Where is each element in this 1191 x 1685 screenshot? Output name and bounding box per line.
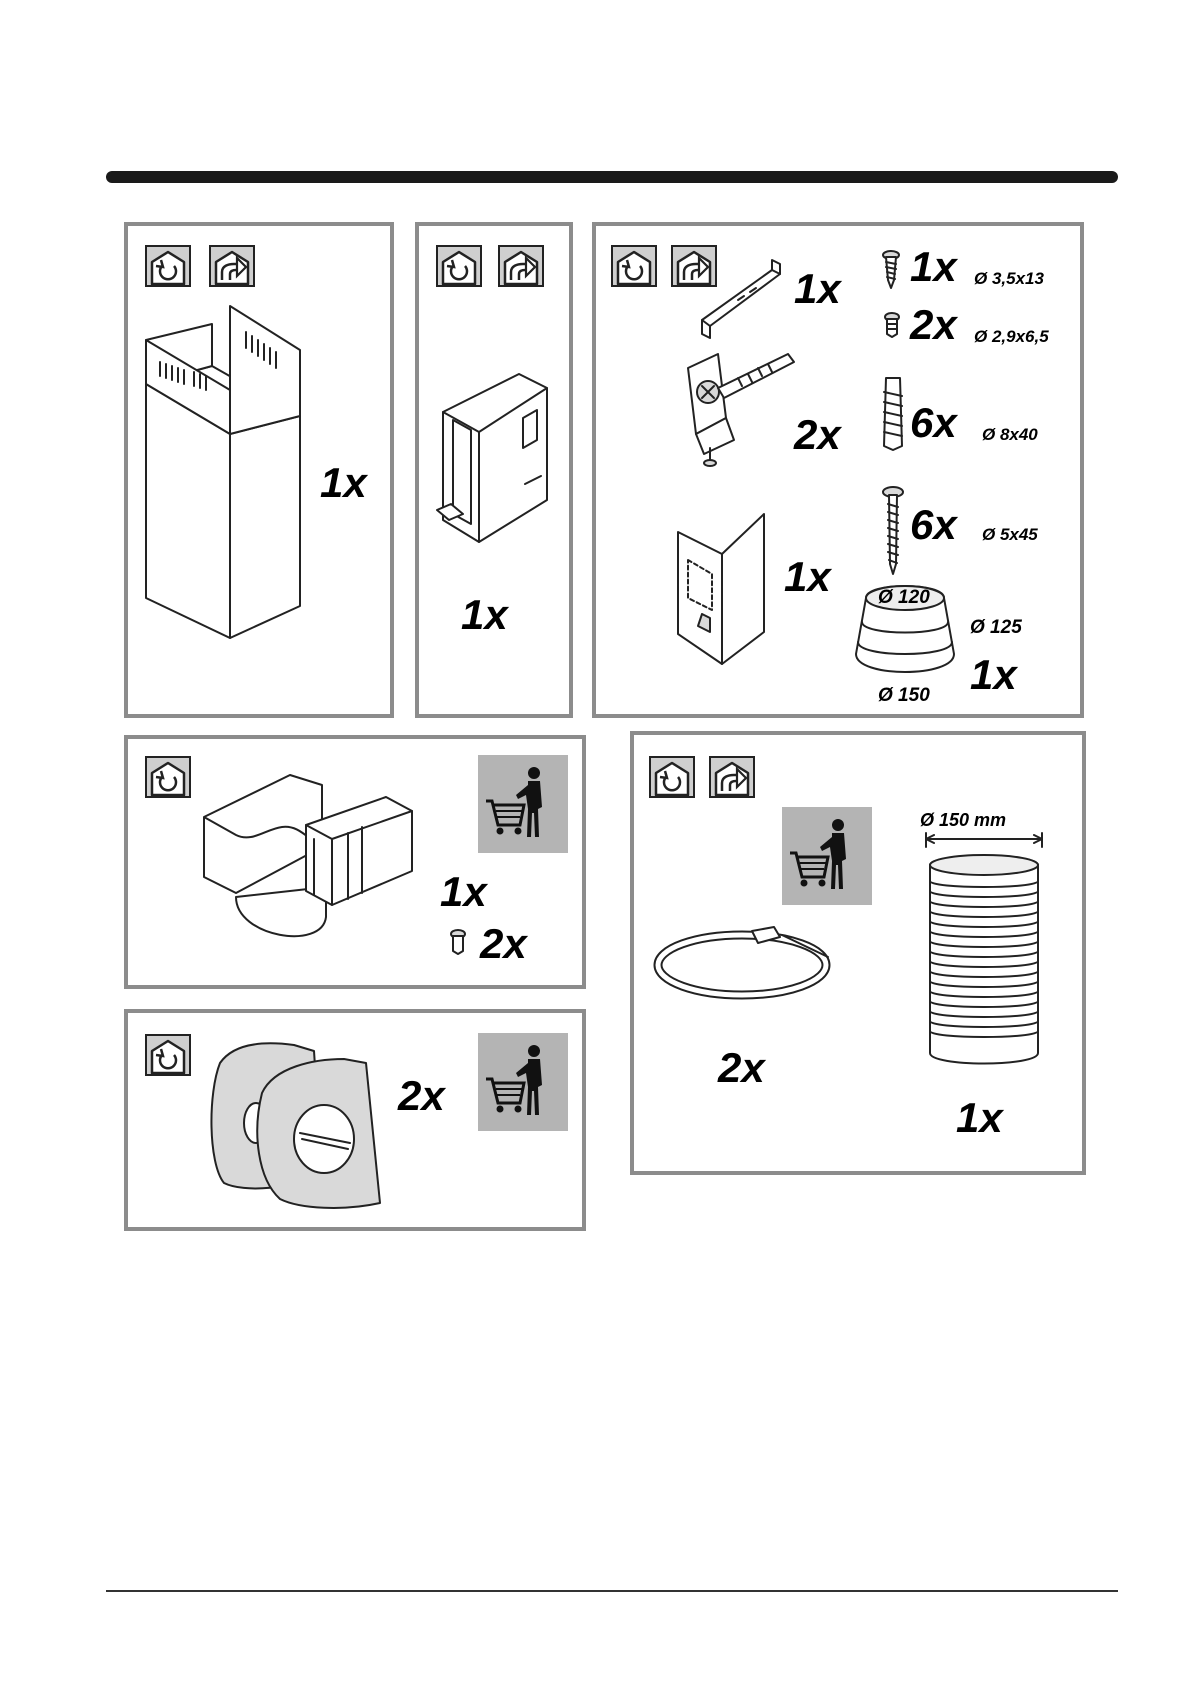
shopping-cart-person-icon bbox=[782, 807, 872, 905]
screw-small-icon bbox=[882, 250, 900, 290]
wall-plug-quantity: 6x bbox=[910, 402, 957, 444]
top-rule bbox=[106, 171, 1118, 183]
long-screw-icon bbox=[882, 486, 904, 576]
recirculation-mode-icon bbox=[435, 244, 483, 288]
recirculation-mode-icon bbox=[144, 1033, 192, 1077]
hinge-quantity: 2x bbox=[794, 414, 841, 456]
long-screw-quantity: 6x bbox=[910, 504, 957, 546]
chimney-illustration bbox=[142, 306, 312, 706]
recirculation-mode-icon bbox=[144, 755, 192, 799]
frame-quantity: 1x bbox=[461, 594, 508, 636]
frame-bracket-illustration bbox=[437, 374, 557, 554]
panel-duct-hose: 2x Ø 150 mm 1x bbox=[630, 731, 1086, 1175]
flexible-hose-illustration bbox=[924, 829, 1044, 1069]
screw-2-quantity: 2x bbox=[910, 304, 957, 346]
shopping-cart-person-icon bbox=[478, 755, 568, 853]
filters-quantity: 2x bbox=[398, 1075, 445, 1117]
hinge-bracket-illustration bbox=[678, 348, 798, 468]
deflector-screw-quantity: 2x bbox=[480, 923, 527, 965]
extraction-mode-icon bbox=[208, 244, 256, 288]
panel-bracket-frame: 1x bbox=[415, 222, 573, 718]
screw-1-quantity: 1x bbox=[910, 246, 957, 288]
hose-diameter-label: Ø 150 mm bbox=[920, 811, 1006, 829]
bottom-rule bbox=[106, 1590, 1118, 1592]
recirculation-mode-icon bbox=[144, 244, 192, 288]
deflector-quantity: 1x bbox=[440, 871, 487, 913]
air-deflector-illustration bbox=[202, 767, 412, 957]
reducer-bottom-diameter: Ø 150 bbox=[878, 686, 930, 705]
screw-2-size: Ø 2,9x6,5 bbox=[974, 328, 1049, 345]
recirculation-mode-icon bbox=[610, 244, 658, 288]
panel-air-deflector: 1x 2x bbox=[124, 735, 586, 989]
extraction-mode-icon bbox=[708, 755, 756, 799]
panel-hardware-kit: 1x 1x Ø 3,5x13 2x Ø 2,9x6,5 2x 6x Ø 8x40… bbox=[592, 222, 1084, 718]
long-screw-size: Ø 5x45 bbox=[982, 526, 1038, 543]
wall-bracket-illustration bbox=[698, 260, 784, 340]
wall-plug-icon bbox=[878, 376, 908, 452]
panel-carbon-filters: 2x bbox=[124, 1009, 586, 1231]
hose-quantity: 1x bbox=[956, 1097, 1003, 1139]
reducer-top-diameter: Ø 120 bbox=[878, 588, 930, 607]
reducer-quantity: 1x bbox=[970, 654, 1017, 696]
drilling-template-illustration bbox=[676, 514, 768, 666]
wall-plug-size: Ø 8x40 bbox=[982, 426, 1038, 443]
shopping-cart-person-icon bbox=[478, 1033, 568, 1131]
reducer-side-diameter: Ø 125 bbox=[970, 618, 1022, 637]
extraction-mode-icon bbox=[497, 244, 545, 288]
screw-short-icon bbox=[884, 312, 900, 338]
wall-bracket-quantity: 1x bbox=[794, 268, 841, 310]
chimney-quantity: 1x bbox=[320, 462, 367, 504]
clamp-quantity: 2x bbox=[718, 1047, 765, 1089]
carbon-filters-illustration bbox=[204, 1033, 394, 1209]
recirculation-mode-icon bbox=[648, 755, 696, 799]
template-quantity: 1x bbox=[784, 556, 831, 598]
panel-chimney: 1x bbox=[124, 222, 394, 718]
hose-clamp-illustration bbox=[652, 925, 842, 1005]
screw-1-size: Ø 3,5x13 bbox=[974, 270, 1044, 287]
screw-short-icon bbox=[450, 929, 466, 955]
